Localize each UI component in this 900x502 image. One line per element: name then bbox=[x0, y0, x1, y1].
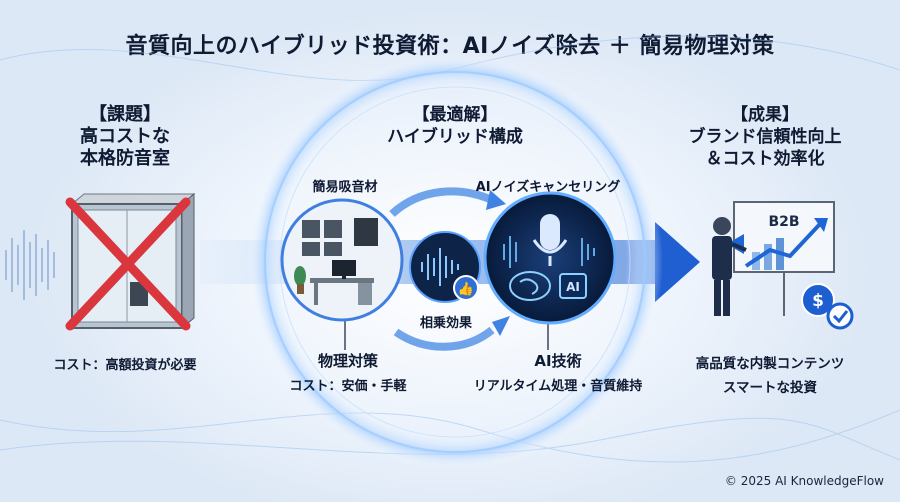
thumbs-up-icon bbox=[453, 275, 479, 301]
physical-cost: コスト：安価・手軽 bbox=[289, 379, 407, 394]
ai-desc: リアルタイム処理・音質維持 bbox=[473, 379, 643, 394]
right-heading-line1: ブランド信頼性向上 bbox=[688, 127, 842, 147]
center-heading: 【最適解】 ハイブリッド構成 bbox=[360, 104, 550, 148]
physical-block: 物理対策 コスト：安価・手軽 bbox=[268, 350, 428, 394]
brain-icon bbox=[509, 271, 551, 301]
center-heading-line1: ハイブリッド構成 bbox=[387, 127, 523, 147]
right-caption: 高品質な内製コンテンツ スマートな投資 bbox=[680, 352, 860, 396]
flow-arrow-head bbox=[655, 222, 700, 302]
desk-icon bbox=[310, 260, 374, 305]
red-cross-icon bbox=[65, 197, 191, 331]
synergy-circle: 👍 bbox=[409, 231, 481, 303]
presenter-illustration: B2B $ bbox=[712, 201, 854, 330]
right-heading: 【成果】 ブランド信頼性向上 ＆コスト効率化 bbox=[665, 104, 865, 170]
svg-text:$: $ bbox=[812, 291, 824, 311]
right-caption-line2: スマートな投資 bbox=[722, 380, 818, 396]
left-heading: 【課題】 高コストな 本格防音室 bbox=[50, 104, 200, 170]
synergy-label: 相乗効果 bbox=[419, 316, 472, 331]
ai-circle: AI bbox=[483, 191, 617, 325]
board-icon bbox=[733, 201, 835, 316]
check-badge-icon bbox=[826, 302, 854, 330]
sound-wave-icon bbox=[5, 230, 55, 300]
presenter-icon bbox=[712, 217, 747, 316]
copyright: © 2025 AI KnowledgeFlow bbox=[724, 474, 884, 488]
left-heading-line2: 本格防音室 bbox=[80, 148, 170, 169]
ai-nc-label: AIノイズキャンセリング bbox=[475, 180, 621, 195]
acoustic-panel-icon bbox=[302, 218, 378, 256]
audio-wave-icon bbox=[421, 248, 459, 286]
ai-chip-label: AI bbox=[566, 280, 580, 294]
ai-title: AI技術 bbox=[534, 352, 582, 370]
hybrid-ring bbox=[264, 71, 646, 453]
left-heading-line1: 高コストな bbox=[80, 126, 170, 147]
left-heading-tag: 【課題】 bbox=[89, 104, 161, 125]
soundproof-booth-illustration bbox=[5, 192, 196, 331]
right-caption-line1: 高品質な内製コンテンツ bbox=[695, 356, 845, 372]
center-heading-tag: 【最適解】 bbox=[412, 105, 498, 125]
growth-chart-icon bbox=[744, 218, 828, 270]
plant-icon bbox=[294, 266, 306, 294]
studio-circle bbox=[280, 198, 404, 322]
right-heading-line2: ＆コスト効率化 bbox=[705, 149, 825, 169]
lower-flow-arrow bbox=[393, 326, 495, 351]
right-heading-tag: 【成果】 bbox=[731, 105, 799, 125]
ai-chip-icon bbox=[559, 273, 587, 299]
microphone-icon bbox=[532, 214, 568, 266]
absorber-label: 簡易吸音材 bbox=[312, 180, 378, 195]
ai-block: AI技術 リアルタイム処理・音質維持 bbox=[458, 350, 658, 394]
left-caption: コスト：高額投資が必要 bbox=[53, 358, 197, 373]
dollar-coin-icon: $ bbox=[801, 283, 835, 317]
svg-text:👍: 👍 bbox=[458, 281, 474, 297]
board-label: B2B bbox=[768, 214, 799, 230]
physical-title: 物理対策 bbox=[317, 352, 378, 370]
upper-flow-arrow bbox=[389, 187, 494, 218]
ai-wave-icon bbox=[503, 236, 595, 268]
